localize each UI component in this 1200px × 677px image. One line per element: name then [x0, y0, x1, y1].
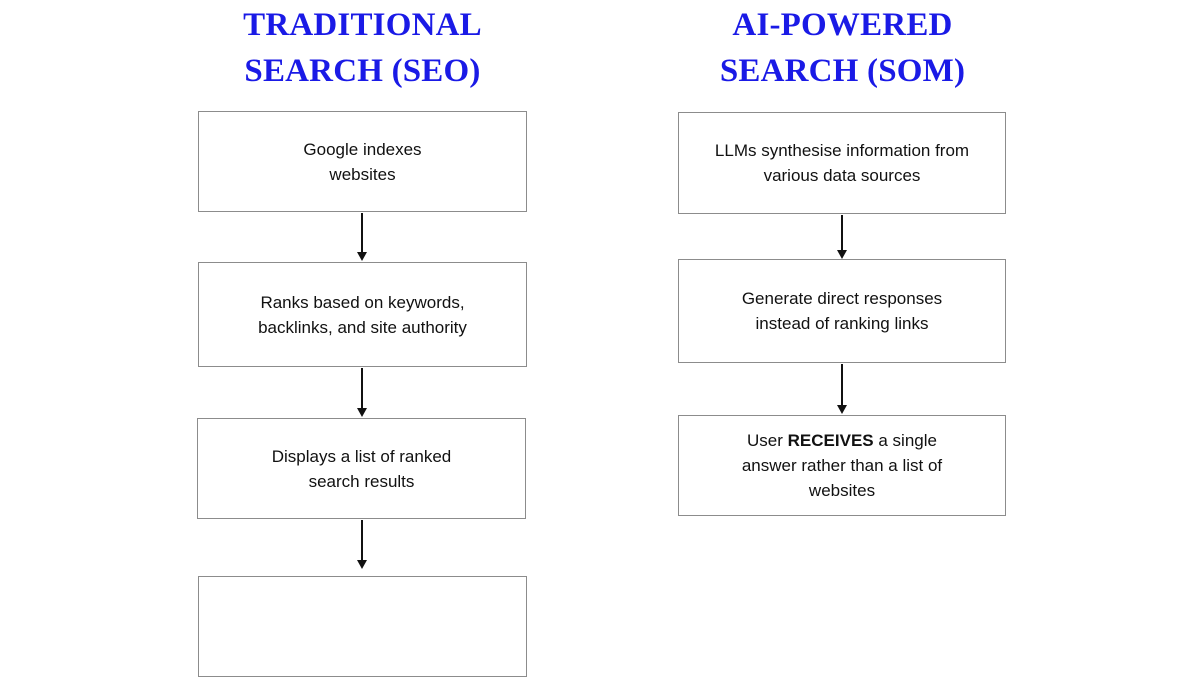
arrow-right-1-head: [837, 250, 847, 259]
flow-box-left-2[interactable]: Ranks based on keywords, backlinks, and …: [198, 262, 527, 367]
flow-box-right-2-text: Generate direct responses instead of ran…: [741, 289, 943, 333]
flow-box-left-2-text: Ranks based on keywords, backlinks, and …: [258, 292, 467, 337]
column-title-traditional-search: TRADITIONAL SEARCH (SEO): [243, 7, 482, 89]
flow-box-right-1[interactable]: LLMs synthesise information from various…: [678, 112, 1006, 214]
flowchart-canvas: TRADITIONAL SEARCH (SEO) AI-POWERED SEAR…: [197, 7, 1006, 677]
arrow-left-3-shaft: [361, 520, 363, 561]
arrow-left-3-head: [357, 560, 367, 569]
arrow-left-1: [355, 213, 369, 261]
arrow-left-2-head: [357, 408, 367, 417]
flow-box-left-3[interactable]: Displays a list of ranked search results: [197, 418, 526, 519]
arrow-left-1-shaft: [361, 213, 363, 253]
flow-box-right-2[interactable]: Generate direct responses instead of ran…: [678, 259, 1006, 363]
flow-box-left-1-text: Google indexes websites: [303, 139, 422, 184]
column-title-ai-powered-search: AI-POWERED SEARCH (SOM): [719, 7, 966, 89]
flow-box-right-3-emphasis: RECEIVES: [787, 431, 874, 450]
flow-box-right-1-text: LLMs synthesise information from various…: [714, 141, 970, 185]
arrow-right-2: [835, 364, 849, 414]
flow-box-left-1[interactable]: Google indexes websites: [198, 111, 527, 212]
flow-box-left-4[interactable]: [198, 576, 527, 677]
arrow-left-2-shaft: [361, 368, 363, 409]
arrow-right-2-head: [837, 405, 847, 414]
arrow-left-2: [355, 368, 369, 417]
arrow-left-1-head: [357, 252, 367, 261]
arrow-left-3: [355, 520, 369, 569]
flow-box-left-3-text: Displays a list of ranked search results: [271, 446, 452, 491]
arrow-right-1-shaft: [841, 215, 843, 251]
arrow-right-2-shaft: [841, 364, 843, 406]
flow-box-right-3-text: User RECEIVES a single answer rather tha…: [741, 431, 943, 500]
arrow-right-1: [835, 215, 849, 259]
flow-box-right-3[interactable]: User RECEIVES a single answer rather tha…: [678, 415, 1006, 516]
